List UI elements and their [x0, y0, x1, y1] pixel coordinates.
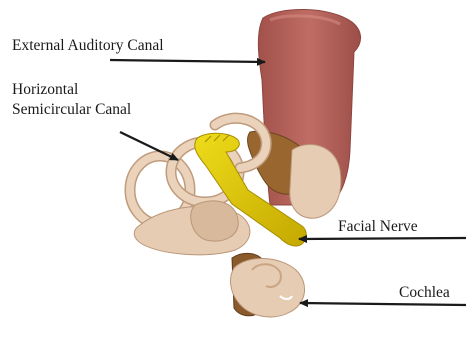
vestibule-shape — [134, 201, 250, 255]
label-horizontal-semicircular-canal-line1: Horizontal — [12, 80, 131, 100]
label-facial-nerve: Facial Nerve — [338, 217, 418, 237]
label-external-auditory-canal: External Auditory Canal — [12, 36, 164, 56]
temporal-bone-shape — [290, 144, 341, 218]
arrow-external-auditory-canal — [110, 60, 265, 62]
label-horizontal-semicircular-canal-line2: Semicircular Canal — [12, 100, 131, 120]
label-horizontal-semicircular-canal: Horizontal Semicircular Canal — [12, 80, 131, 120]
arrow-facial-nerve — [299, 238, 466, 239]
arrow-cochlea — [300, 303, 466, 305]
label-cochlea: Cochlea — [399, 283, 450, 303]
